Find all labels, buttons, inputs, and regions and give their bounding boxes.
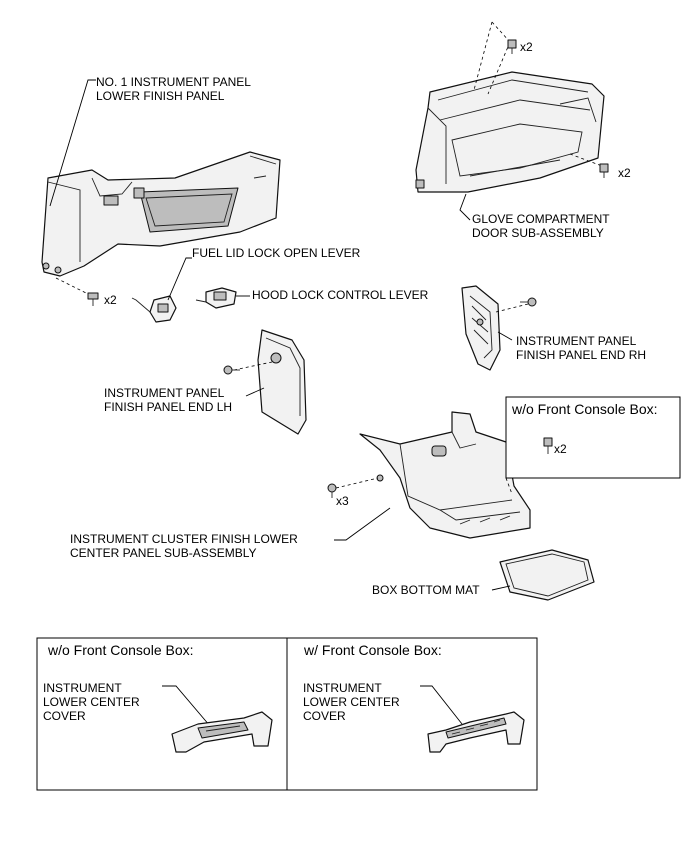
bottom-left-title: w/o Front Console Box: [47, 642, 194, 658]
label-glove-compartment-2: DOOR SUB-ASSEMBLY [472, 226, 604, 240]
lower-finish-panel [41, 151, 281, 277]
bottom-comparison-panel: w/o Front Console Box: INSTRUMENT LOWER … [36, 637, 538, 791]
label-hood-lock-lever: HOOD LOCK CONTROL LEVER [252, 288, 429, 302]
label-lower-finish-panel-2: LOWER FINISH PANEL [96, 89, 225, 103]
qty-cluster-screws: x3 [336, 494, 349, 508]
clip-icon [87, 292, 99, 306]
bottom-right-label-1: INSTRUMENT [303, 681, 382, 695]
lower-center-cover-with [427, 711, 525, 753]
bottom-right-label-2: LOWER CENTER [303, 695, 400, 709]
qty-lower-panel-clips: x2 [104, 293, 117, 307]
screw-icon [543, 437, 553, 454]
finish-panel-end-rh [461, 285, 501, 371]
clip-icon [223, 365, 240, 375]
label-panel-end-lh-2: FINISH PANEL END LH [104, 400, 232, 414]
label-panel-end-rh-1: INSTRUMENT PANEL [516, 334, 637, 348]
console-inset: w/o Front Console Box: x2 [505, 396, 681, 479]
qty-console-inset-screws: x2 [554, 442, 567, 456]
console-inset-title: w/o Front Console Box: [511, 401, 658, 417]
cluster-finish-lower-panel [359, 411, 531, 539]
label-box-bottom-mat: BOX BOTTOM MAT [372, 583, 480, 597]
finish-panel-end-lh [257, 329, 307, 435]
lower-center-cover-without [171, 711, 273, 753]
screw-icon [327, 483, 337, 498]
qty-glove-side-screws: x2 [618, 166, 631, 180]
label-glove-compartment-1: GLOVE COMPARTMENT [472, 212, 610, 226]
label-lower-finish-panel-1: NO. 1 INSTRUMENT PANEL [96, 75, 251, 89]
bottom-right-label-3: COVER [303, 709, 346, 723]
bottom-right-title: w/ Front Console Box: [303, 642, 442, 658]
label-panel-end-rh-2: FINISH PANEL END RH [516, 348, 646, 362]
screw-icon [599, 163, 609, 178]
qty-glove-top-screws: x2 [520, 40, 533, 54]
glove-compartment-door [415, 71, 605, 193]
label-fuel-lid-lever: FUEL LID LOCK OPEN LEVER [192, 246, 361, 260]
label-cluster-finish-1: INSTRUMENT CLUSTER FINISH LOWER [70, 532, 298, 546]
clip-icon [520, 297, 537, 307]
fuel-lid-lever [131, 295, 177, 323]
screw-icon [507, 39, 517, 54]
box-bottom-mat [499, 549, 595, 601]
label-cluster-finish-2: CENTER PANEL SUB-ASSEMBLY [70, 546, 257, 560]
bottom-left-label-2: LOWER CENTER [43, 695, 140, 709]
hood-lock-lever [195, 287, 237, 309]
label-panel-end-lh-1: INSTRUMENT PANEL [104, 386, 225, 400]
bottom-left-label-1: INSTRUMENT [43, 681, 122, 695]
bottom-left-label-3: COVER [43, 709, 86, 723]
